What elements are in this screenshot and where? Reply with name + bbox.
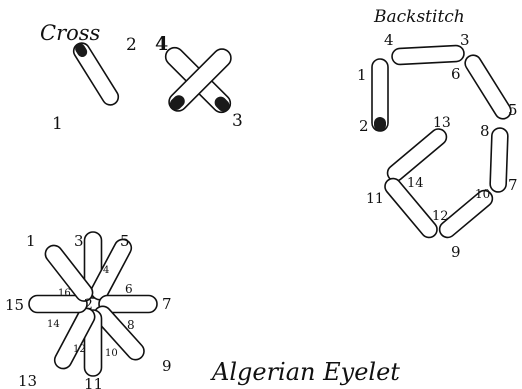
backstitch-label-6: 6 xyxy=(451,65,461,83)
backstitch-4-3 xyxy=(392,45,465,65)
cross-title: Cross xyxy=(40,21,101,45)
backstitch-label-7: 7 xyxy=(508,176,518,194)
algerian-eyelet-title: Algerian Eyelet xyxy=(210,358,400,386)
backstitch-8-7 xyxy=(490,128,508,193)
backstitch-section: Backstitch 4 3 1 6 xyxy=(357,7,518,261)
eyelet-label-14: 14 xyxy=(47,319,60,330)
backstitch-label-4: 4 xyxy=(384,31,394,49)
backstitch-label-11: 11 xyxy=(366,191,384,207)
backstitch-label-1: 1 xyxy=(357,66,367,84)
backstitch-label-3: 3 xyxy=(460,31,470,49)
backstitch-label-2: 2 xyxy=(359,117,369,135)
eyelet-label-3: 3 xyxy=(74,232,84,250)
cross-label-2: 2 xyxy=(126,35,137,55)
backstitch-6-5 xyxy=(462,52,514,122)
backstitch-label-13: 13 xyxy=(433,115,451,131)
eyelet-label-2: 2 xyxy=(84,297,93,313)
eyelet-label-10: 10 xyxy=(105,348,118,359)
backstitch-label-12: 12 xyxy=(432,209,449,224)
eyelet-label-8: 8 xyxy=(127,318,135,332)
backstitch-label-8: 8 xyxy=(480,122,490,140)
cross-label-3: 3 xyxy=(232,111,243,131)
cross-label-1: 1 xyxy=(52,114,63,134)
eyelet-label-15: 15 xyxy=(5,296,24,314)
eyelet-label-9: 9 xyxy=(162,357,172,375)
eyelet-label-1: 1 xyxy=(26,232,36,250)
backstitch-label-10: 10 xyxy=(475,187,490,201)
eyelet-label-4: 4 xyxy=(103,265,109,276)
cross-section: Cross 1 2 4 3 xyxy=(40,21,243,134)
backstitch-label-9: 9 xyxy=(451,243,461,261)
eyelet-label-13: 13 xyxy=(18,372,37,389)
backstitch-label-5: 5 xyxy=(508,101,518,119)
backstitch-label-14: 14 xyxy=(407,176,424,191)
cross-stitch-1-2 xyxy=(71,40,122,108)
eyelet-label-16: 16 xyxy=(58,288,71,299)
backstitch-1-2 xyxy=(372,59,388,131)
cross-label-4: 4 xyxy=(155,33,168,55)
eyelet-label-11: 11 xyxy=(84,375,103,389)
eyelet-label-6: 6 xyxy=(125,282,133,296)
eyelet-label-5: 5 xyxy=(120,232,130,250)
backstitch-title: Backstitch xyxy=(373,7,465,27)
algerian-eyelet-section: 1 3 5 4 6 16 2 15 7 14 12 10 8 13 11 9 A… xyxy=(5,232,400,389)
eyelet-label-12: 12 xyxy=(73,344,86,355)
eyelet-label-7: 7 xyxy=(162,295,172,313)
